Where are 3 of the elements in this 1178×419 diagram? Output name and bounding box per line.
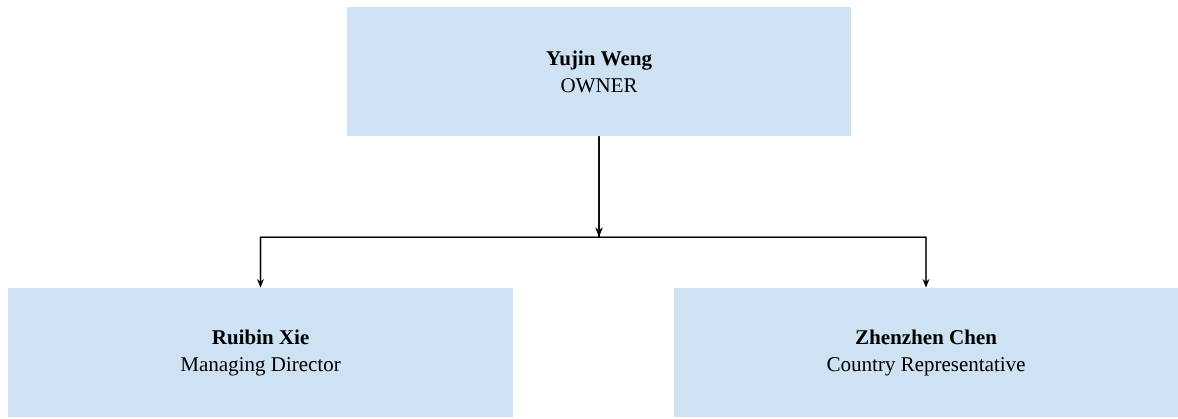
person-box: Ruibin Xie Managing Director	[8, 288, 513, 417]
person-box: Yujin Weng OWNER	[347, 7, 851, 136]
person-box: Zhenzhen Chen Country Representative	[674, 288, 1178, 417]
